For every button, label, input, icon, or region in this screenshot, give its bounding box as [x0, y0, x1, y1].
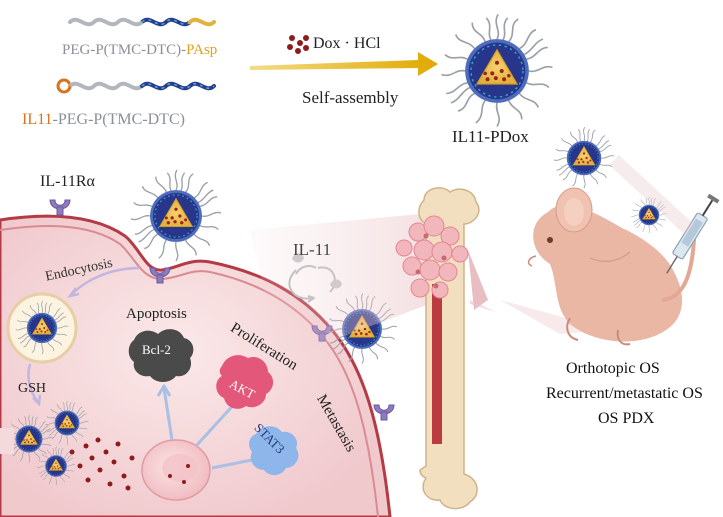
- bcl2-protein: [128, 329, 194, 382]
- polymer-2-label: IL11-PEG-P(TMC-DTC): [22, 111, 185, 129]
- polymer-1-backbone-text: PEG-P(TMC-DTC)-: [62, 42, 187, 58]
- syringe-icon: [666, 193, 720, 274]
- ligand-label: IL-11: [293, 240, 332, 259]
- endocytosis-arrow: [71, 266, 141, 295]
- polymer-2-backbone-text: -PEG-P(TMC-DTC): [52, 111, 185, 128]
- il11-pdox-micelle: [440, 13, 554, 128]
- model-orthotopic-label: Orthotopic OS: [566, 360, 660, 377]
- apoptosis-label: Apoptosis: [126, 306, 187, 322]
- akt-protein: [216, 355, 274, 409]
- polymer-1-pasp-text: PAsp: [186, 42, 218, 58]
- released-dox: [69, 437, 135, 491]
- bone-with-tumor: [250, 187, 496, 510]
- disassembled-micelle: [0, 400, 89, 486]
- polymer-2-il11-text: IL11: [22, 111, 53, 128]
- dox-label: Dox · HCl: [313, 35, 381, 52]
- il11r-receptor: [373, 404, 395, 421]
- il11r-receptor: [49, 199, 71, 216]
- polymer-1-label: PEG-P(TMC-DTC)-PAsp: [62, 42, 217, 59]
- model-recurrent-label: Recurrent/metastatic OS: [546, 385, 703, 402]
- injected-micelle: [553, 126, 615, 189]
- gsh-label: GSH: [18, 381, 47, 396]
- bcl2-label: Bcl-2: [142, 342, 171, 357]
- self-assembly-label: Self-assembly: [302, 88, 399, 107]
- endosome: [6, 292, 78, 364]
- polymer-chain-il11-peg: [56, 78, 216, 94]
- model-pdx-label: OS PDX: [598, 410, 655, 427]
- dox-drug-icon: [287, 35, 309, 54]
- polymer-chain-peg-pasp: [68, 17, 216, 27]
- mouse-model: [500, 187, 696, 346]
- receptor-label: IL-11Rα: [40, 173, 95, 190]
- nucleus: [141, 439, 211, 501]
- beam-to-cell: [250, 214, 440, 360]
- self-assembly-arrow: [250, 52, 438, 76]
- membrane-micelle: [130, 169, 222, 262]
- stat3-protein: [249, 426, 299, 476]
- product-label: IL11-PDox: [452, 127, 529, 146]
